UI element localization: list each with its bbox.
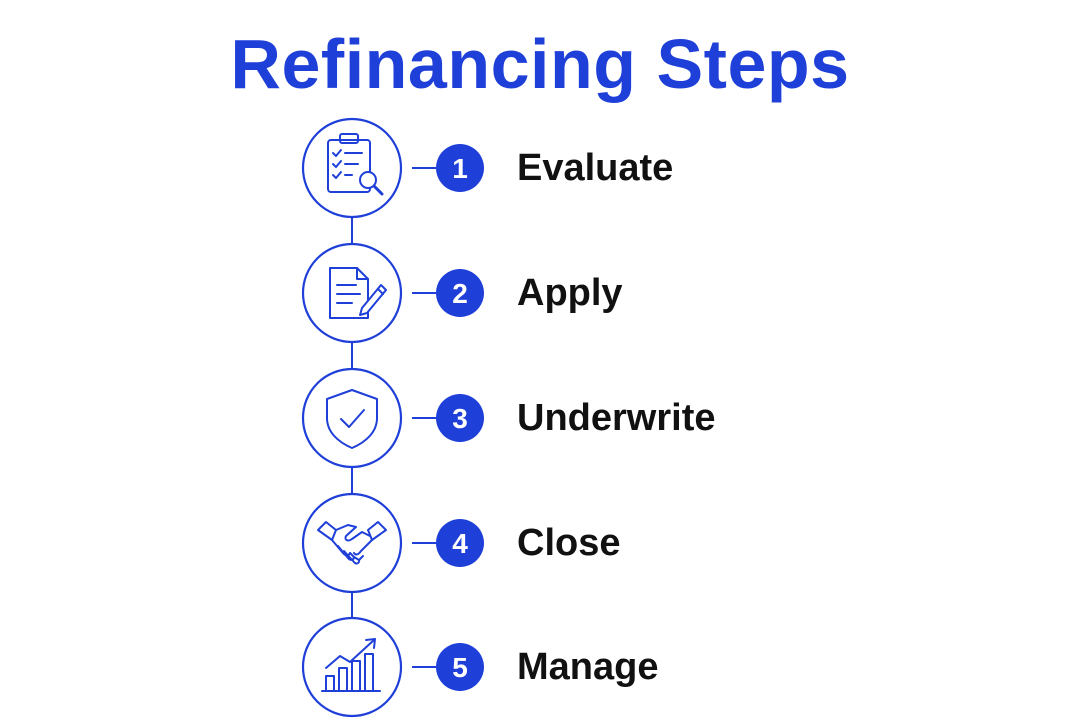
- step-2-number: 2: [452, 278, 468, 309]
- handshake-icon: [317, 521, 387, 565]
- step-3-label: Underwrite: [517, 397, 716, 439]
- step-1-number-badge: [436, 144, 484, 192]
- step-1-number: 1: [452, 153, 468, 184]
- shield-check-icon: [326, 389, 378, 449]
- step-2-number-badge: [436, 269, 484, 317]
- step-1: 1: [301, 117, 484, 219]
- step-4-label: Close: [517, 522, 621, 564]
- growth-bar-chart-icon: [321, 638, 381, 692]
- page-title: Refinancing Steps: [230, 25, 850, 103]
- step-3-number-badge: [436, 394, 484, 442]
- step-5-label: Manage: [517, 646, 659, 688]
- step-3-number: 3: [452, 403, 468, 434]
- step-5-number: 5: [452, 652, 468, 683]
- step-4-icon-circle: [301, 492, 403, 594]
- step-5: 5: [301, 616, 484, 718]
- step-1-label: Evaluate: [517, 147, 674, 189]
- step-4-number-badge: [436, 519, 484, 567]
- step-4-number: 4: [452, 528, 468, 559]
- step-4: 4: [301, 492, 484, 594]
- step-3: 3: [301, 367, 484, 469]
- step-3-icon-circle: [301, 367, 403, 469]
- step-2-label: Apply: [517, 272, 623, 314]
- clipboard-checklist-magnifier-icon: [327, 133, 384, 196]
- step-2: 2: [301, 242, 484, 344]
- document-pen-icon: [329, 267, 387, 319]
- step-5-number-badge: [436, 643, 484, 691]
